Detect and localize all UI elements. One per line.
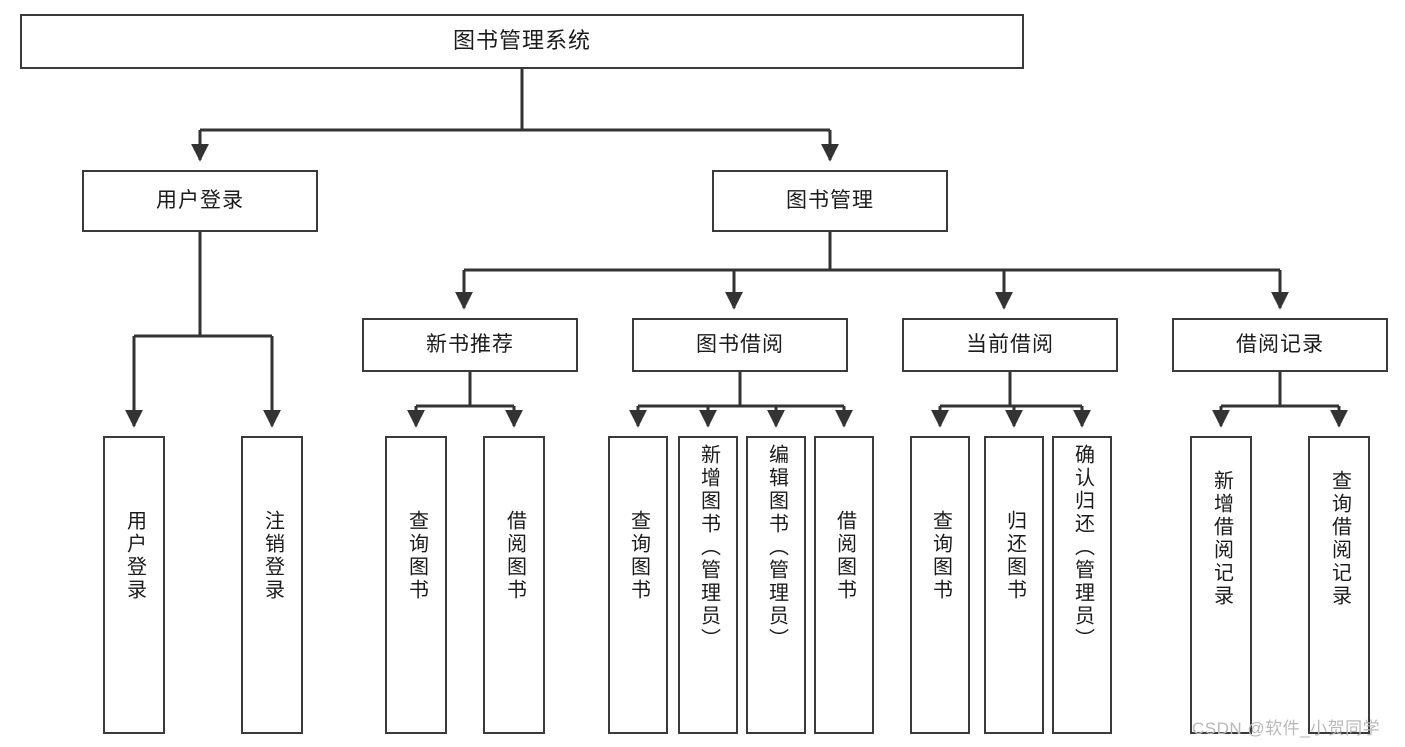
node-leaf-borrow-book-1[interactable]: 借阅图书 (483, 436, 545, 734)
node-leaf-return-book-label: 归还图书 (1003, 510, 1026, 602)
node-leaf-add-book-label: 新增图书（管理员） (697, 444, 720, 651)
node-leaf-confirm-return-label: 确认归还（管理员） (1071, 444, 1094, 651)
node-leaf-query-book-2[interactable]: 查询图书 (608, 436, 668, 734)
node-book-borrow[interactable]: 图书借阅 (632, 318, 848, 372)
node-leaf-user-logout[interactable]: 注销登录 (241, 436, 303, 734)
node-user-login-label: 用户登录 (156, 189, 244, 213)
node-leaf-query-book-1-label: 查询图书 (405, 510, 428, 602)
node-leaf-borrow-book-2-label: 借阅图书 (833, 510, 856, 602)
node-user-login[interactable]: 用户登录 (82, 170, 318, 232)
node-current-borrow-label: 当前借阅 (966, 333, 1054, 357)
node-leaf-add-book[interactable]: 新增图书（管理员） (678, 436, 738, 734)
node-new-book-recommend[interactable]: 新书推荐 (362, 318, 578, 372)
node-leaf-query-book-3[interactable]: 查询图书 (910, 436, 970, 734)
node-leaf-borrow-book-2[interactable]: 借阅图书 (814, 436, 874, 734)
node-leaf-query-book-2-label: 查询图书 (627, 510, 650, 602)
node-leaf-query-book-3-label: 查询图书 (929, 510, 952, 602)
node-leaf-user-login-label: 用户登录 (123, 510, 146, 602)
node-leaf-add-record[interactable]: 新增借阅记录 (1190, 436, 1252, 734)
node-borrow-record[interactable]: 借阅记录 (1172, 318, 1388, 372)
node-book-manage[interactable]: 图书管理 (712, 170, 948, 232)
node-leaf-confirm-return[interactable]: 确认归还（管理员） (1052, 436, 1112, 734)
node-leaf-borrow-book-1-label: 借阅图书 (503, 510, 526, 602)
node-leaf-return-book[interactable]: 归还图书 (984, 436, 1044, 734)
csdn-watermark: CSDN @软件_小贺同学 (1192, 719, 1381, 738)
node-book-manage-label: 图书管理 (786, 189, 874, 213)
node-leaf-edit-book-label: 编辑图书（管理员） (765, 444, 788, 651)
node-leaf-query-book-1[interactable]: 查询图书 (385, 436, 447, 734)
node-borrow-record-label: 借阅记录 (1236, 333, 1324, 357)
node-leaf-add-record-label: 新增借阅记录 (1210, 470, 1233, 608)
node-current-borrow[interactable]: 当前借阅 (902, 318, 1118, 372)
node-root-label: 图书管理系统 (452, 28, 591, 54)
node-leaf-user-logout-label: 注销登录 (261, 510, 284, 602)
node-leaf-query-record-label: 查询借阅记录 (1328, 470, 1351, 608)
node-leaf-edit-book[interactable]: 编辑图书（管理员） (746, 436, 806, 734)
node-root[interactable]: 图书管理系统 (20, 14, 1024, 69)
node-leaf-user-login[interactable]: 用户登录 (103, 436, 165, 734)
node-new-book-recommend-label: 新书推荐 (426, 333, 514, 357)
node-book-borrow-label: 图书借阅 (696, 333, 784, 357)
node-leaf-query-record[interactable]: 查询借阅记录 (1308, 436, 1370, 734)
